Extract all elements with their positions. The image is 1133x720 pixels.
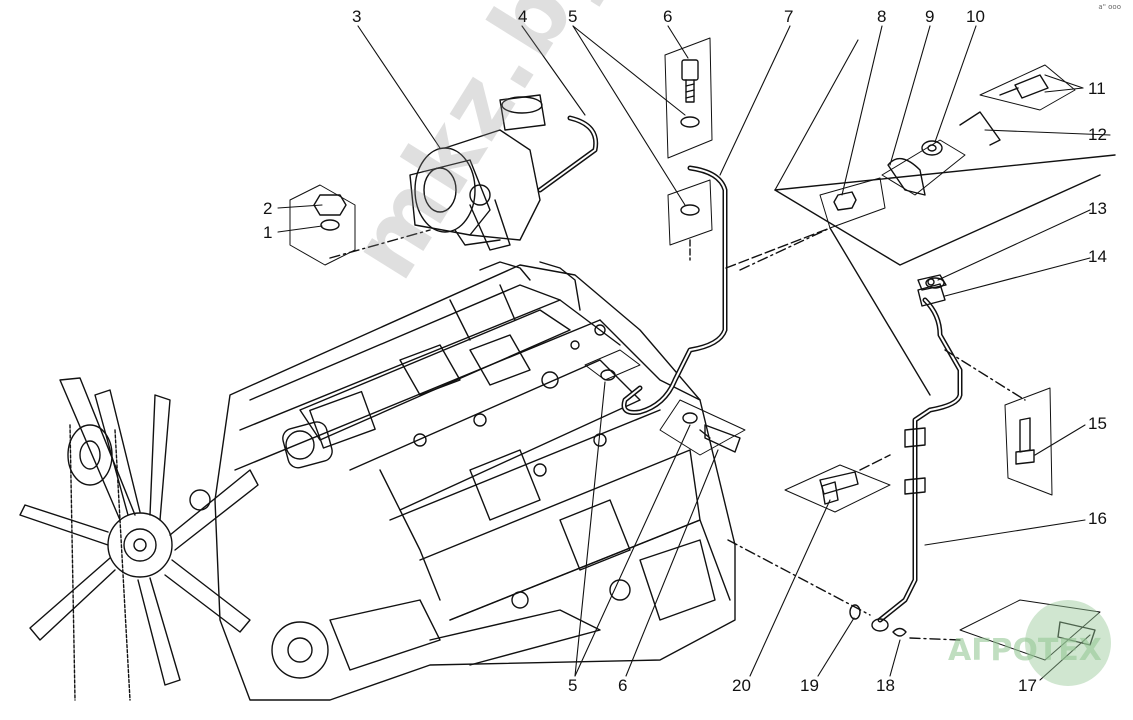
washer-bracket-bottom [584,349,746,456]
callout-12: 12 [1088,125,1107,144]
oil-supply-pipe [621,165,728,415]
callout-4: 4 [518,7,528,26]
callout-11: 11 [1088,79,1106,98]
clamp-assembly [739,64,1116,271]
callout-18: 18 [876,676,895,695]
bolt-bracket-bottom [784,454,891,513]
callout-14: 14 [1088,247,1107,266]
callout-1: 2 [263,199,273,218]
clip-ring [892,627,907,637]
cooling-fan [19,377,329,701]
o-ring [849,604,861,620]
callout-15: 15 [1088,414,1107,433]
callout-13: 13 [1088,199,1107,218]
brand-logo-text: АГРОТЕХ [948,633,1102,668]
callout-2: 1 [263,223,273,242]
callout-6-bottom: 6 [618,676,628,695]
callout-3: 3 [352,7,362,26]
callout-7: 7 [784,7,794,26]
drain-hose [537,115,599,193]
drain-pipe-flange [871,274,947,632]
engine-block [214,261,736,701]
corner-mark: a" ooo [1098,3,1121,11]
callout-9: 9 [925,7,935,26]
callout-6-top: 6 [663,7,673,26]
bolt-bracket-right [944,349,1053,496]
callout-16: 16 [1088,509,1107,528]
callout-8: 8 [877,7,887,26]
brand-logo-circle [1025,600,1111,686]
callout-20: 20 [732,676,751,695]
turbocharger [409,94,546,251]
callout-10: 10 [966,7,985,26]
callout-5-top: 5 [568,7,578,26]
callout-5-bottom: 5 [568,676,578,695]
leader-lines [277,25,1111,681]
banjo-bolt-bracket-top [664,37,713,159]
callout-17: 17 [1018,676,1037,695]
gasket-seal [925,277,945,289]
washer-bracket-top [667,179,713,261]
callout-19: 19 [800,676,819,695]
bolt-bracket-corner [725,227,1101,661]
